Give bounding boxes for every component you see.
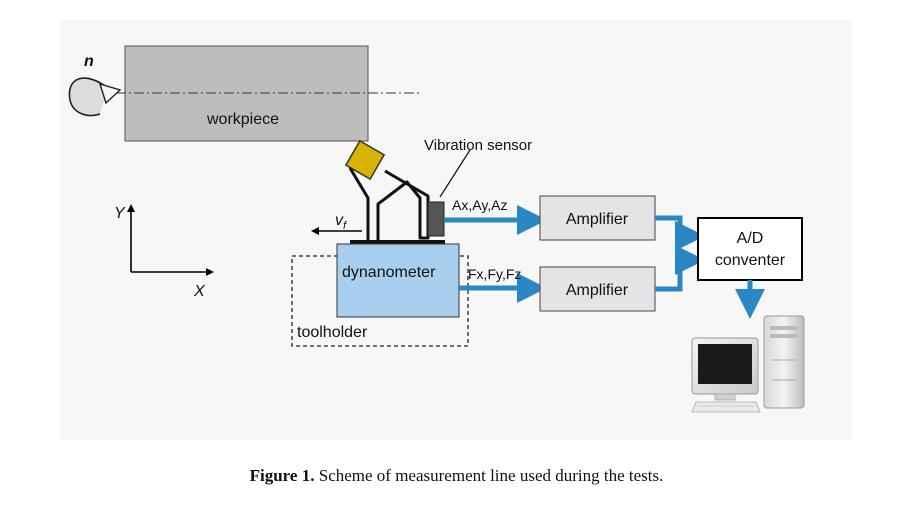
amp-top-to-adc-arrow (655, 215, 705, 251)
amplifier-bottom-label: Amplifier (566, 282, 629, 299)
amplifier-bottom (539, 266, 656, 312)
accel-signal-label: Ax,Ay,Az (452, 197, 508, 213)
dynamometer-label: dynanometer (342, 264, 436, 281)
adc-line2: conventer (715, 252, 786, 269)
figure-caption: Figure 1. Scheme of measurement line use… (0, 466, 913, 486)
sensor-pointer (439, 149, 471, 198)
workpiece-label: workpiece (206, 111, 279, 128)
adc-box (697, 217, 803, 281)
amp-bottom-to-adc-arrow (655, 245, 705, 292)
amplifier-top-label: Amplifier (566, 211, 629, 228)
dynamometer (336, 243, 460, 318)
sensor-label: Vibration sensor (424, 137, 532, 154)
rotation-arrow-icon (68, 77, 122, 117)
toolholder-label: toolholder (297, 324, 368, 341)
force-signal-label: Fx,Fy,Fz (468, 266, 521, 282)
amplifier-top (539, 195, 656, 241)
adc-line1: A/D (737, 230, 764, 247)
tool-base-plate (350, 240, 445, 244)
rotation-label: n (84, 53, 94, 70)
feed-label: vf (335, 212, 347, 232)
axis-x-label: X (193, 283, 206, 300)
computer-icon (691, 315, 805, 413)
caption-label: Figure 1. (249, 466, 315, 485)
cutting-insert (344, 139, 386, 181)
vibration-sensor (427, 201, 445, 237)
xy-axes (127, 204, 214, 276)
axis-y-label: Y (114, 205, 126, 222)
caption-text: Scheme of measurement line used during t… (318, 466, 664, 485)
